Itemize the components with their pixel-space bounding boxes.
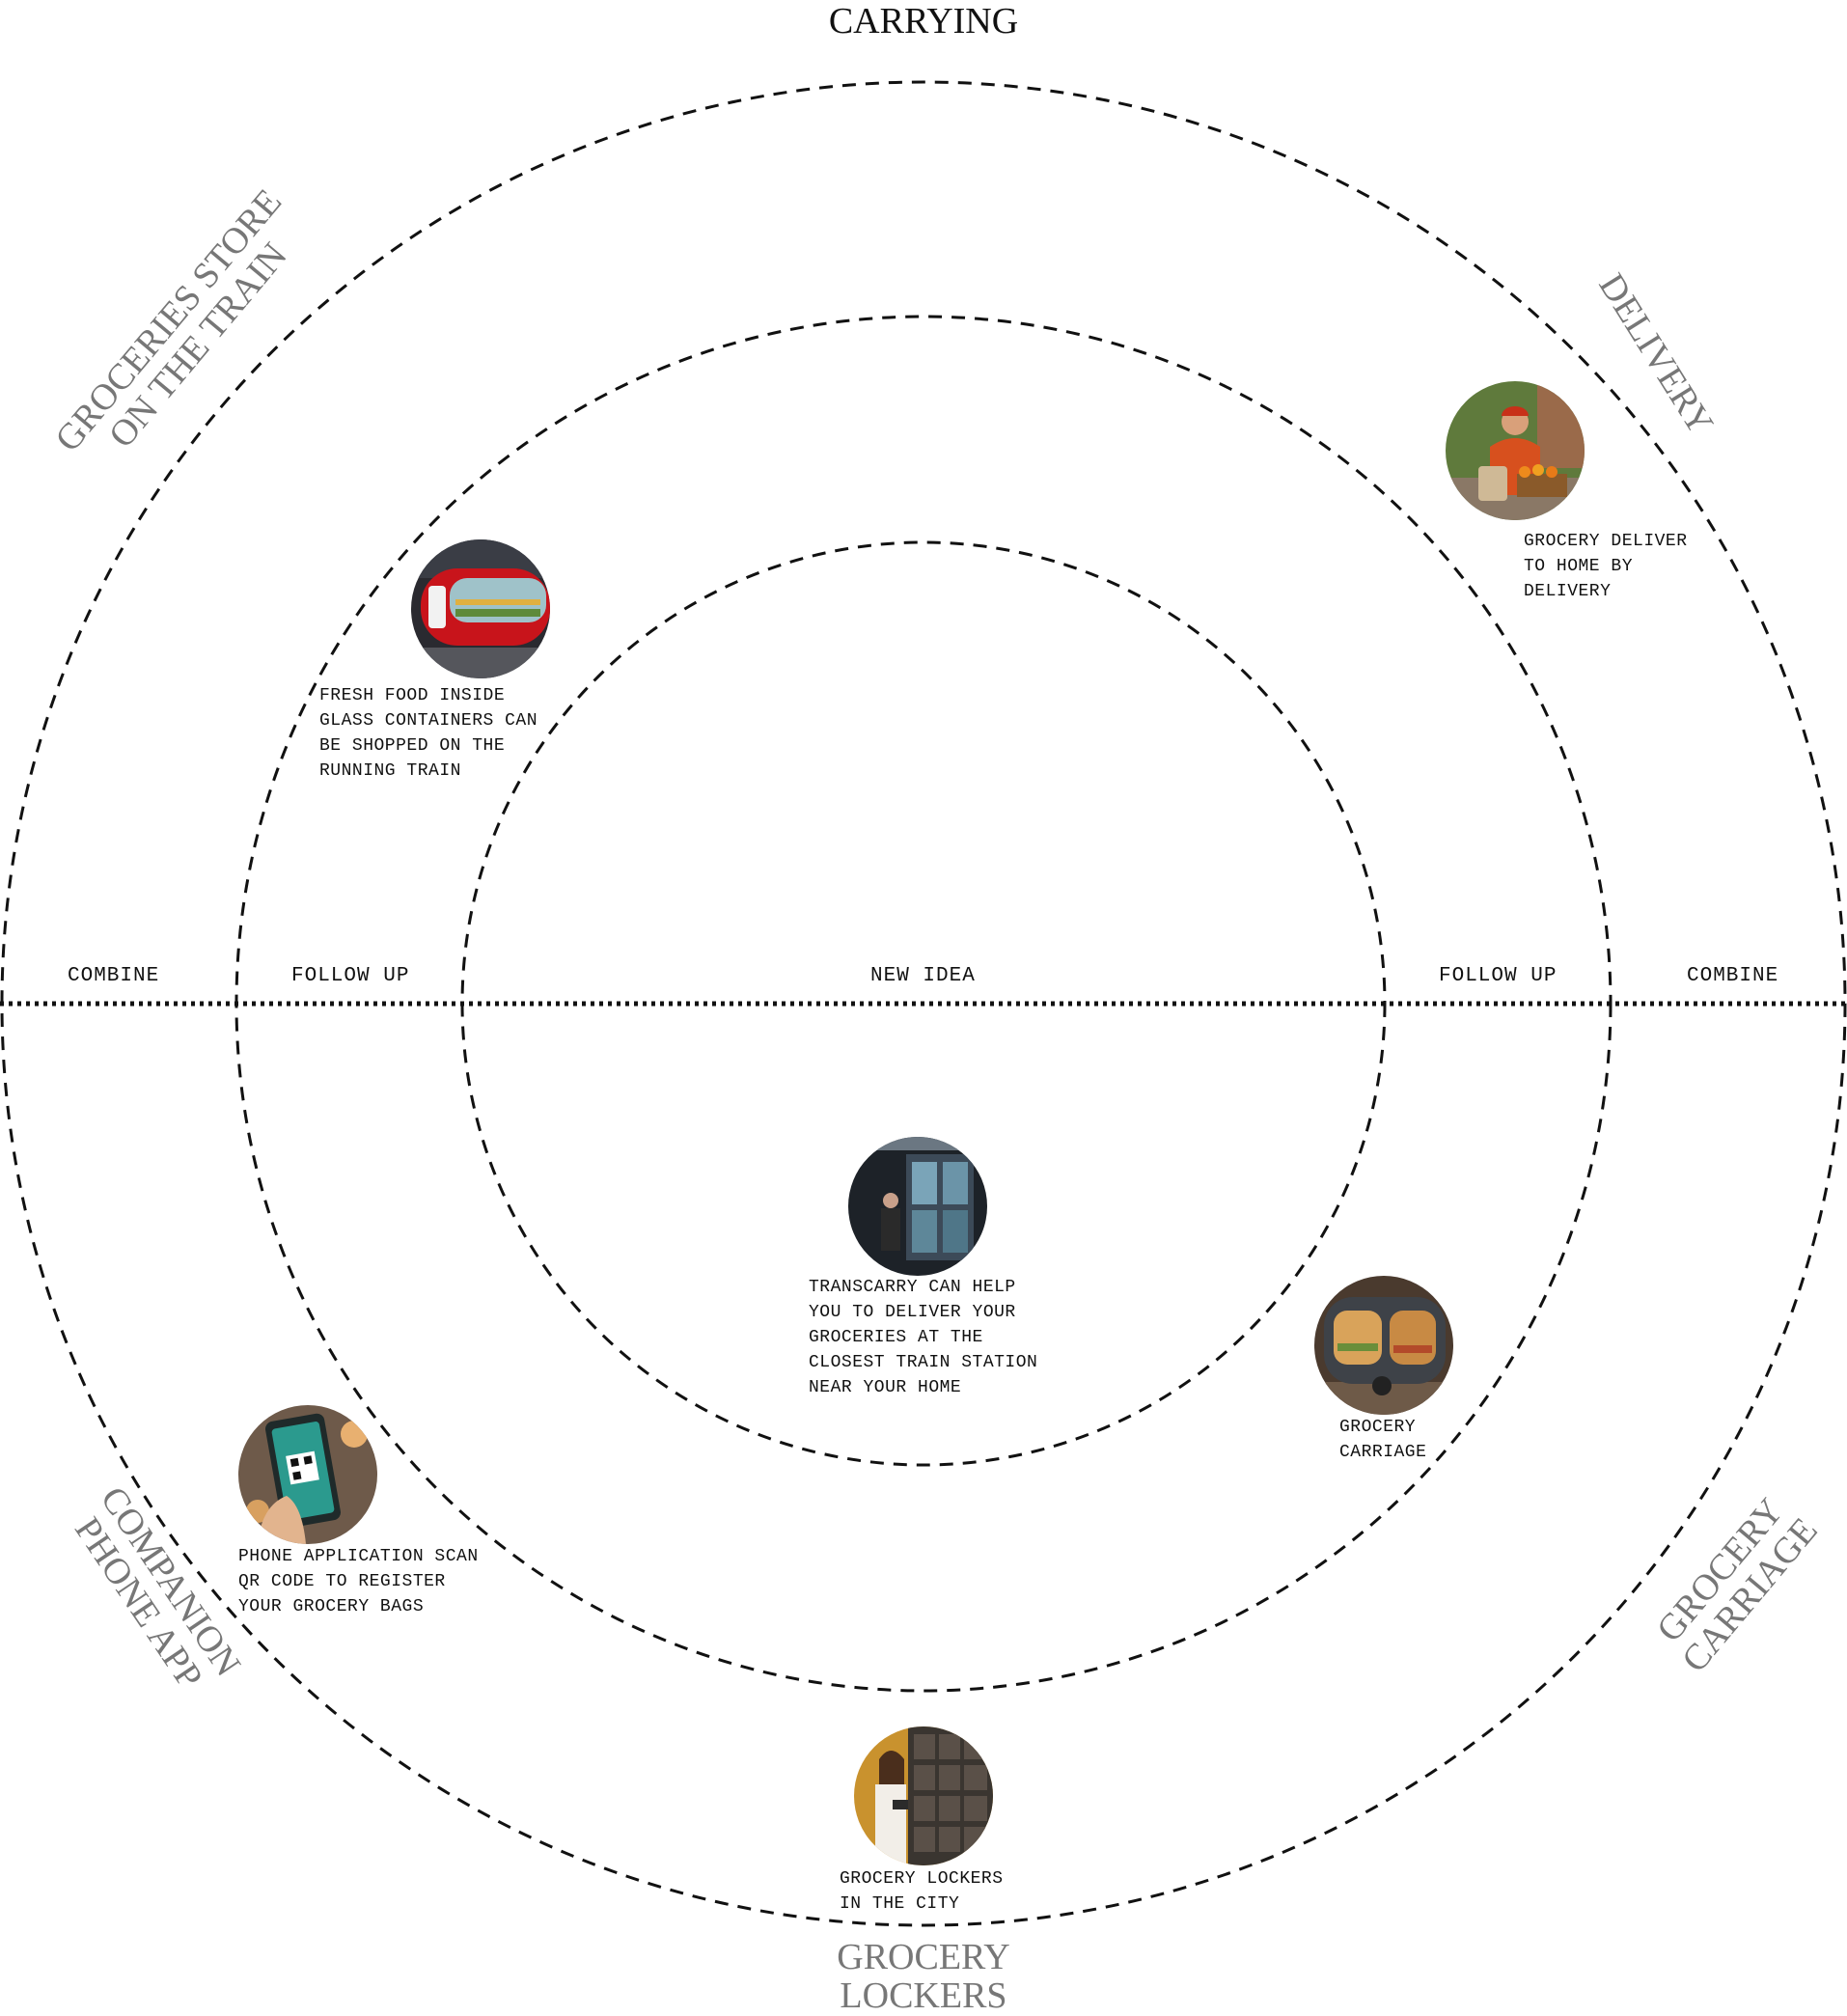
diagram-title: CARRYING — [828, 1, 1019, 41]
lockers-caption: GROCERY LOCKERS IN THE CITY — [840, 1869, 1004, 1914]
delivery-caption: GROCERY DELIVER TO HOME BY DELIVERY — [1524, 532, 1688, 601]
grocery-carriage-photo — [1314, 1276, 1453, 1415]
zone-label-left-follow-up: FOLLOW UP — [291, 965, 410, 987]
delivery-person-photo — [1446, 381, 1585, 520]
train-store-caption: FRESH FOOD INSIDE GLASS CONTAINERS CAN B… — [319, 686, 538, 781]
zone-label-right-follow-up: FOLLOW UP — [1439, 965, 1558, 987]
zone-label-right-combine: COMBINE — [1687, 965, 1779, 987]
city-lockers-photo — [854, 1726, 993, 1865]
section-label-grocery-lockers: GROCERY LOCKERS — [837, 1937, 1010, 2016]
train-food-photo — [411, 539, 550, 678]
zone-label-left-combine: COMBINE — [68, 965, 160, 987]
phone-app-caption: PHONE APPLICATION SCAN QR CODE TO REGIST… — [238, 1547, 479, 1616]
station-locker-photo — [848, 1137, 987, 1276]
transcarry-caption: TRANSCARRY CAN HELP YOU TO DELIVER YOUR … — [809, 1278, 1038, 1397]
zone-label-new-idea: NEW IDEA — [870, 965, 976, 987]
phone-qr-photo — [238, 1405, 377, 1544]
carriage-caption: GROCERY CARRIAGE — [1339, 1418, 1427, 1462]
